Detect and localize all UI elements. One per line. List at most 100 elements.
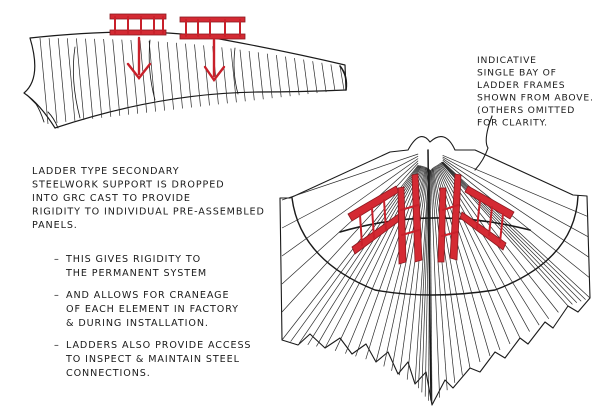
side-panel-rib	[76, 38, 85, 120]
side-panel-outline	[23, 31, 347, 129]
plan-view-panel	[279, 136, 591, 406]
plan-rib	[406, 168, 429, 380]
side-panel-rib	[266, 53, 273, 99]
plan-rib	[281, 155, 419, 229]
side-panel-rib	[330, 64, 336, 92]
bullet-text-line: AND ALLOWS FOR CRANEAGE	[66, 290, 229, 301]
plan-rib	[435, 165, 501, 351]
plan-centre-seam	[427, 149, 432, 401]
side-panel-rib	[221, 47, 228, 104]
panel-scallop-edge	[35, 103, 59, 129]
drop-arrow-left	[126, 36, 152, 80]
drop-arrow-right	[203, 38, 226, 83]
plan-ladder-frame-right	[437, 173, 515, 263]
side-panel-rib	[321, 62, 327, 93]
ladder-frame-right	[179, 16, 246, 40]
plan-rib	[430, 169, 440, 398]
annotation-top-line: LADDER FRAMES	[477, 80, 565, 91]
side-elevation-panel	[23, 31, 348, 129]
plan-rib	[414, 168, 430, 385]
plan-rib	[345, 166, 424, 354]
bullet-text-line: & DURING INSTALLATION.	[66, 318, 209, 329]
panel-curve-line-1	[72, 46, 81, 119]
plan-mid-arc	[291, 195, 579, 296]
ladder-rail-bottom	[179, 33, 246, 40]
side-panel-rib	[39, 37, 49, 125]
annotation-top-line: SHOWN FROM ABOVE.	[477, 93, 594, 104]
plan-rib	[399, 167, 428, 376]
side-panel-rib	[248, 50, 255, 101]
side-panel-rib	[112, 39, 121, 116]
ladder-rungs	[114, 16, 164, 34]
plan-rib	[432, 167, 463, 376]
side-panel-rib	[166, 42, 174, 110]
plan-rib	[418, 169, 430, 389]
ladder-rungs	[359, 199, 420, 246]
ladder-rungs	[441, 199, 504, 243]
panel-scallop-edge-2	[26, 94, 37, 105]
plan-rib	[431, 168, 456, 383]
plan-rib	[442, 159, 590, 278]
side-panel-rib	[148, 40, 156, 112]
side-panel-rib	[103, 38, 112, 117]
bullet-text-line: LADDERS ALSO PROVIDE ACCESS	[66, 340, 251, 351]
plan-rib	[442, 154, 588, 217]
plan-view-ribs	[281, 153, 591, 406]
annotation-top-line: FOR CLARITY.	[477, 118, 548, 129]
annotation-top-line: INDICATIVE	[477, 55, 537, 66]
ladder-rail-top	[179, 16, 246, 23]
plan-rib	[441, 161, 582, 302]
panel-end-cap	[339, 65, 348, 91]
annotation-main-line: PANELS.	[32, 220, 78, 231]
side-panel-rib	[48, 38, 58, 124]
plan-rib	[442, 156, 589, 238]
side-panel-rib	[194, 44, 201, 107]
side-panel-rib	[230, 48, 237, 103]
plan-rib	[429, 170, 433, 406]
plan-rib	[281, 160, 419, 285]
plan-rib	[440, 162, 569, 307]
plan-rib	[436, 164, 521, 339]
plan-rib	[437, 164, 530, 332]
plan-rib	[442, 161, 586, 300]
side-panel-rib	[294, 58, 300, 96]
side-panel-rib	[203, 45, 210, 106]
plan-rib	[436, 165, 511, 345]
plan-ladder-frame-left	[347, 173, 423, 265]
panel-curve-line-3	[233, 47, 239, 95]
bullet-text-line: CONNECTIONS.	[66, 368, 151, 379]
bullet-text-line: OF EACH ELEMENT IN FACTORY	[66, 304, 239, 315]
side-panel-rib	[85, 38, 94, 119]
annotation-top-line: SINGLE BAY OF	[477, 68, 557, 79]
annotation-main-line: INTO GRC CAST TO PROVIDE	[32, 193, 191, 204]
bullet-dash: –	[54, 254, 60, 265]
side-panel-rib	[276, 55, 282, 98]
panel-curve-line-2	[148, 39, 156, 101]
side-panel-rib	[130, 39, 139, 114]
plan-rib	[324, 165, 422, 349]
plan-inner-arc	[339, 217, 531, 233]
ladder-rail-top	[109, 13, 167, 20]
plan-rib	[281, 153, 419, 201]
side-panel-rib	[303, 59, 309, 95]
side-panel-rib	[185, 43, 192, 108]
side-panel-rib	[257, 52, 264, 100]
annotation-top-line: (OTHERS OMITTED	[477, 105, 575, 116]
bullet-dash: –	[54, 340, 60, 351]
plan-rib	[431, 169, 448, 391]
side-panel-rib	[66, 38, 76, 121]
bullet-text-line: THE PERMANENT SYSTEM	[65, 268, 207, 279]
side-panel-rib	[121, 39, 130, 115]
plan-ladder-frames	[347, 173, 515, 265]
side-panel-rib	[339, 65, 345, 91]
bullet-text-line: TO INSPECT & MAINTAIN STEEL	[65, 354, 240, 365]
side-panel-rib	[176, 42, 183, 109]
side-panel-ribs	[39, 37, 345, 125]
plan-rib	[442, 161, 591, 299]
side-panel-rib	[94, 38, 103, 118]
bullet-dash: –	[54, 290, 60, 301]
